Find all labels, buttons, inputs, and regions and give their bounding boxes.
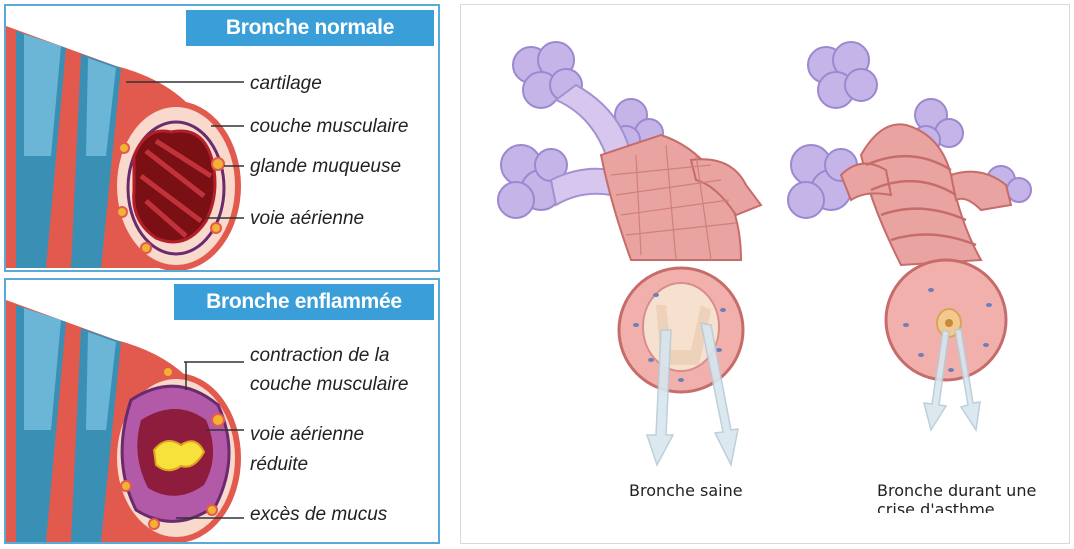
caption-healthy-bronchus: Bronche saine [629,481,743,500]
label-muscle-layer: couche musculaire [250,115,408,139]
label-excess-mucus: excès de mucus [250,503,387,527]
inflamed-bronchus-card: Bronche enflammée contraction de la couc… [4,278,440,544]
caption-asthma-bronchus-line1: Bronche durant une [877,481,1036,500]
label-muscle-contraction-2: couche musculaire [250,373,408,397]
label-airway: voie aérienne [250,207,364,231]
normal-bronchus-title: Bronche normale [186,10,434,46]
right-panel: Bronche saine Bronche durant une crise d… [460,4,1070,544]
normal-bronchus-card: Bronche normale cartilage couche muscula… [4,4,440,272]
label-cartilage: cartilage [250,72,322,96]
label-reduced-airway-1: voie aérienne [250,423,364,447]
label-mucous-gland: glande muqueuse [250,155,401,179]
left-panel: Bronche normale cartilage couche muscula… [4,4,440,544]
label-reduced-airway-2: réduite [250,453,308,477]
caption-asthma-bronchus-line2: crise d'asthme [877,500,995,513]
label-muscle-contraction-1: contraction de la [250,344,389,368]
inflamed-bronchus-title: Bronche enflammée [174,284,434,320]
bronchi-comparison-illustration [461,5,1071,545]
